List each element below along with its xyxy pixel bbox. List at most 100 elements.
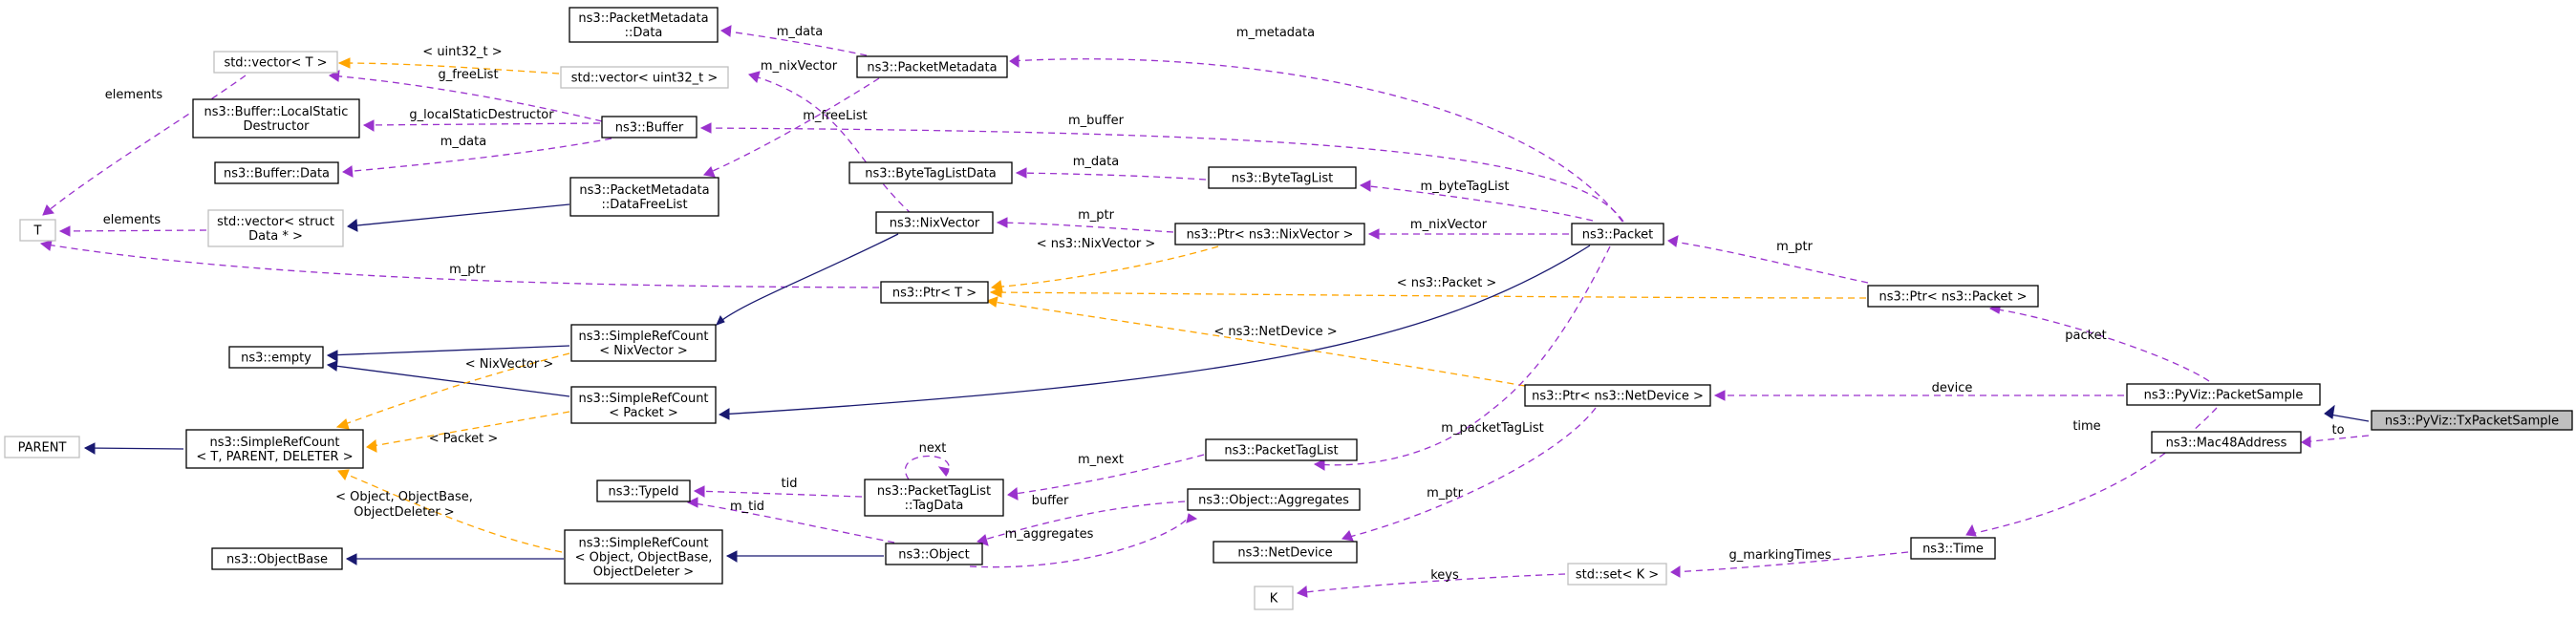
class-node-empty[interactable]: ns3::empty	[228, 346, 324, 369]
class-box	[211, 547, 343, 570]
class-box	[856, 55, 1008, 78]
edge-arrowhead	[347, 219, 358, 232]
class-node-pktmeta[interactable]: ns3::PacketMetadata	[856, 55, 1008, 78]
class-box	[2151, 431, 2302, 454]
class-node-btl[interactable]: ns3::ByteTagList	[1208, 166, 1357, 189]
class-label: ns3::ByteTagList	[1232, 172, 1333, 186]
class-node-T[interactable]: T	[19, 219, 56, 242]
class-node-packet[interactable]: ns3::Packet	[1571, 223, 1664, 245]
class-node-nixv[interactable]: ns3::NixVector	[875, 211, 994, 234]
class-node-btld[interactable]: ns3::ByteTagListData	[848, 161, 1013, 184]
edge-label: m_metadata	[1236, 26, 1315, 40]
edge-arrowhead	[1367, 228, 1380, 240]
edge-line	[342, 138, 612, 173]
edge-label: buffer	[1032, 494, 1069, 508]
edge-uses: to	[2301, 423, 2370, 448]
class-node-mac48[interactable]: ns3::Mac48Address	[2151, 431, 2302, 454]
class-node-vecT[interactable]: std::vector< T >	[213, 51, 338, 74]
class-label: ns3::PacketTagList	[877, 484, 991, 499]
edge-label: < Packet >	[429, 432, 499, 446]
class-node-setk[interactable]: std::set< K >	[1567, 563, 1667, 586]
class-box	[1524, 384, 1711, 407]
class-node-vecu32[interactable]: std::vector< uint32_t >	[560, 66, 729, 89]
class-node-time[interactable]: ns3::Time	[1910, 537, 1996, 560]
edge-uses: m_data	[720, 25, 868, 56]
edge-label: m_tid	[730, 500, 764, 514]
edge-tmpl: < ns3::NixVector >	[990, 237, 1219, 292]
class-node-srctpd[interactable]: ns3::SimpleRefCount< T, PARENT, DELETER …	[185, 429, 364, 469]
class-node-ptl[interactable]: ns3::PacketTagList	[1205, 438, 1358, 461]
class-label: ns3::Time	[1922, 543, 1984, 557]
edge-uses: m_buffer	[699, 114, 1624, 223]
class-label: ns3::SimpleRefCount	[578, 537, 708, 551]
class-node-ptrnd[interactable]: ns3::Ptr< ns3::NetDevice >	[1524, 384, 1711, 407]
class-node-K[interactable]: K	[1254, 586, 1294, 610]
edge-arrowhead	[1713, 390, 1726, 401]
class-label: ns3::Ptr< T >	[892, 287, 977, 301]
class-label: < Packet >	[609, 406, 678, 420]
edge-label: elements	[103, 213, 161, 227]
class-box	[1208, 166, 1357, 189]
class-node-srcpkt[interactable]: ns3::SimpleRefCount< Packet >	[570, 386, 717, 424]
edge-arrowhead	[335, 418, 350, 430]
class-node-ps[interactable]: ns3::PyViz::PacketSample	[2126, 383, 2321, 406]
edge-line	[969, 513, 1190, 568]
class-node-pmdata[interactable]: ns3::PacketMetadata::Data	[569, 7, 719, 43]
edge-uses: m_aggregates	[969, 513, 1198, 568]
class-node-ptrnix[interactable]: ns3::Ptr< ns3::NixVector >	[1174, 223, 1365, 245]
class-box	[1910, 537, 1996, 560]
edge-uses: g_markingTimes	[1670, 548, 1909, 578]
class-label: K	[1270, 592, 1278, 607]
edge-label: < uint32_t >	[422, 45, 502, 59]
class-box	[570, 324, 717, 362]
class-label: std::set< K >	[1576, 568, 1659, 583]
class-box	[1213, 541, 1358, 564]
class-node-parent[interactable]: PARENT	[4, 436, 80, 458]
edge-line	[990, 291, 1867, 299]
edge-line	[327, 364, 570, 397]
edge-line	[700, 127, 1624, 223]
edge-line	[1009, 58, 1623, 223]
class-node-txps[interactable]: ns3::PyViz::TxPacketSample	[2371, 410, 2573, 431]
edge-label: m_aggregates	[1005, 527, 1094, 542]
class-node-objbase[interactable]: ns3::ObjectBase	[211, 547, 343, 570]
class-node-netdev[interactable]: ns3::NetDevice	[1213, 541, 1358, 564]
edge-label: m_packetTagList	[1441, 421, 1543, 436]
class-node-srcobj[interactable]: ns3::SimpleRefCount< Object, ObjectBase,…	[564, 529, 723, 585]
edge-line	[329, 75, 603, 122]
edge-inh	[716, 233, 899, 326]
class-label: ns3::PyViz::PacketSample	[2144, 389, 2304, 403]
edge-arrowhead	[1667, 235, 1679, 247]
class-label: T	[33, 224, 42, 239]
class-box	[880, 281, 989, 304]
edge-line	[977, 501, 1186, 543]
class-node-ptltd[interactable]: ns3::PacketTagList::TagData	[864, 479, 1004, 517]
class-node-typeid[interactable]: ns3::TypeId	[596, 479, 691, 502]
edge-uses: elements	[58, 213, 207, 237]
edge-label: < Object, ObjectBase,	[335, 490, 473, 504]
edge-arrowhead	[342, 165, 354, 178]
class-node-ptrpkt[interactable]: ns3::Ptr< ns3::Packet >	[1867, 285, 2039, 308]
class-label: ::DataFreeList	[601, 198, 687, 212]
class-node-ptrT[interactable]: ns3::Ptr< T >	[880, 281, 989, 304]
class-node-objagg[interactable]: ns3::Object::Aggregates	[1187, 488, 1361, 511]
edge-arrowhead	[1009, 54, 1020, 68]
class-label: ns3::NetDevice	[1237, 546, 1332, 561]
class-node-pmdfl[interactable]: ns3::PacketMetadata::DataFreeList	[569, 177, 719, 217]
edge-uses: m_ptr	[1667, 235, 1869, 284]
class-node-object[interactable]: ns3::Object	[885, 543, 983, 565]
class-node-bufdata[interactable]: ns3::Buffer::Data	[214, 161, 339, 184]
edge-uses: m_tid	[686, 497, 895, 543]
edge-label: packet	[2065, 329, 2107, 343]
class-box	[2371, 410, 2573, 431]
edge-tmpl: < NixVector >	[335, 352, 570, 430]
class-node-buffer[interactable]: ns3::Buffer	[601, 116, 698, 139]
edge-label: g_markingTimes	[1729, 548, 1832, 563]
class-node-srcnix[interactable]: ns3::SimpleRefCount< NixVector >	[570, 324, 717, 362]
class-label: std::vector< struct	[217, 215, 334, 229]
class-box	[1187, 488, 1361, 511]
class-label: ns3::Packet	[1582, 228, 1654, 243]
